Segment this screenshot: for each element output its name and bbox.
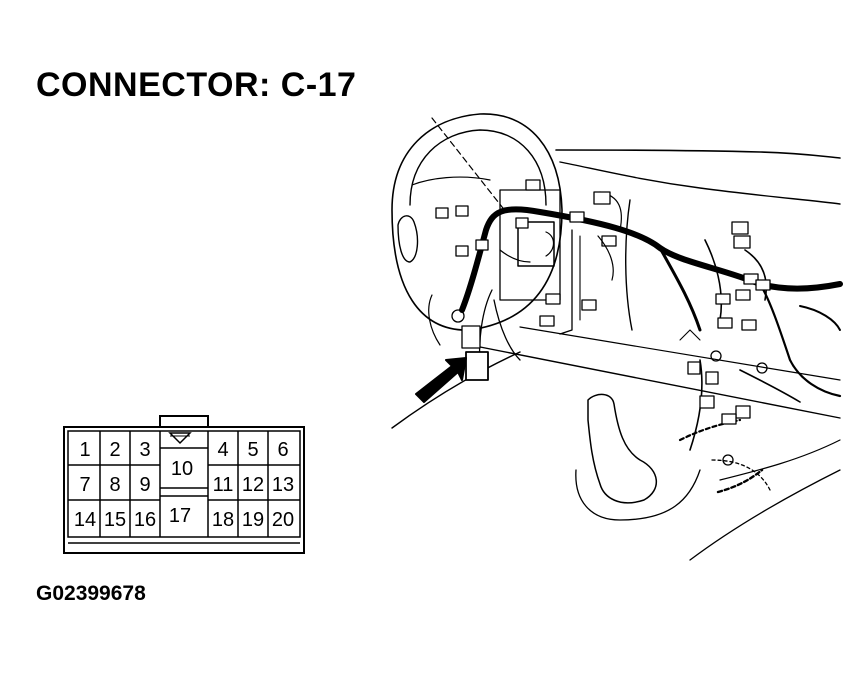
- pin-8: 8: [109, 474, 120, 496]
- pin-11: 11: [213, 474, 234, 496]
- connector-face-diagram: [63, 415, 305, 554]
- pin-1: 1: [79, 439, 90, 461]
- pin-18: 18: [212, 509, 234, 531]
- connector-housing: [63, 426, 305, 554]
- pin-7: 7: [79, 474, 90, 496]
- connector-pin-labels: 1 2 3 4 5 6 7 8 9 10 11 12 13 14 15 16 1…: [74, 439, 294, 531]
- pin-3: 3: [139, 439, 150, 461]
- pin-9: 9: [139, 474, 150, 496]
- pin-14: 14: [74, 509, 96, 531]
- pin-15: 15: [104, 509, 126, 531]
- pin-4: 4: [217, 439, 228, 461]
- pin-17: 17: [169, 505, 191, 527]
- key-triangle-icon: [168, 432, 192, 445]
- page-title: CONNECTOR: C-17: [36, 66, 357, 104]
- pin-16: 16: [134, 509, 156, 531]
- connector-latch-tab: [159, 415, 209, 428]
- location-arrow-icon: [415, 357, 467, 403]
- steering-wheel: [391, 113, 563, 331]
- figure-id: G02399678: [36, 582, 146, 605]
- pin-20: 20: [272, 509, 294, 531]
- pin-2: 2: [109, 439, 120, 461]
- pin-6: 6: [277, 439, 288, 461]
- pin-13: 13: [272, 474, 294, 496]
- pin-12: 12: [242, 474, 264, 496]
- pin-10: 10: [171, 458, 193, 480]
- pin-19: 19: [242, 509, 264, 531]
- pin-5: 5: [247, 439, 258, 461]
- dashboard-harness-illustration: [391, 113, 843, 561]
